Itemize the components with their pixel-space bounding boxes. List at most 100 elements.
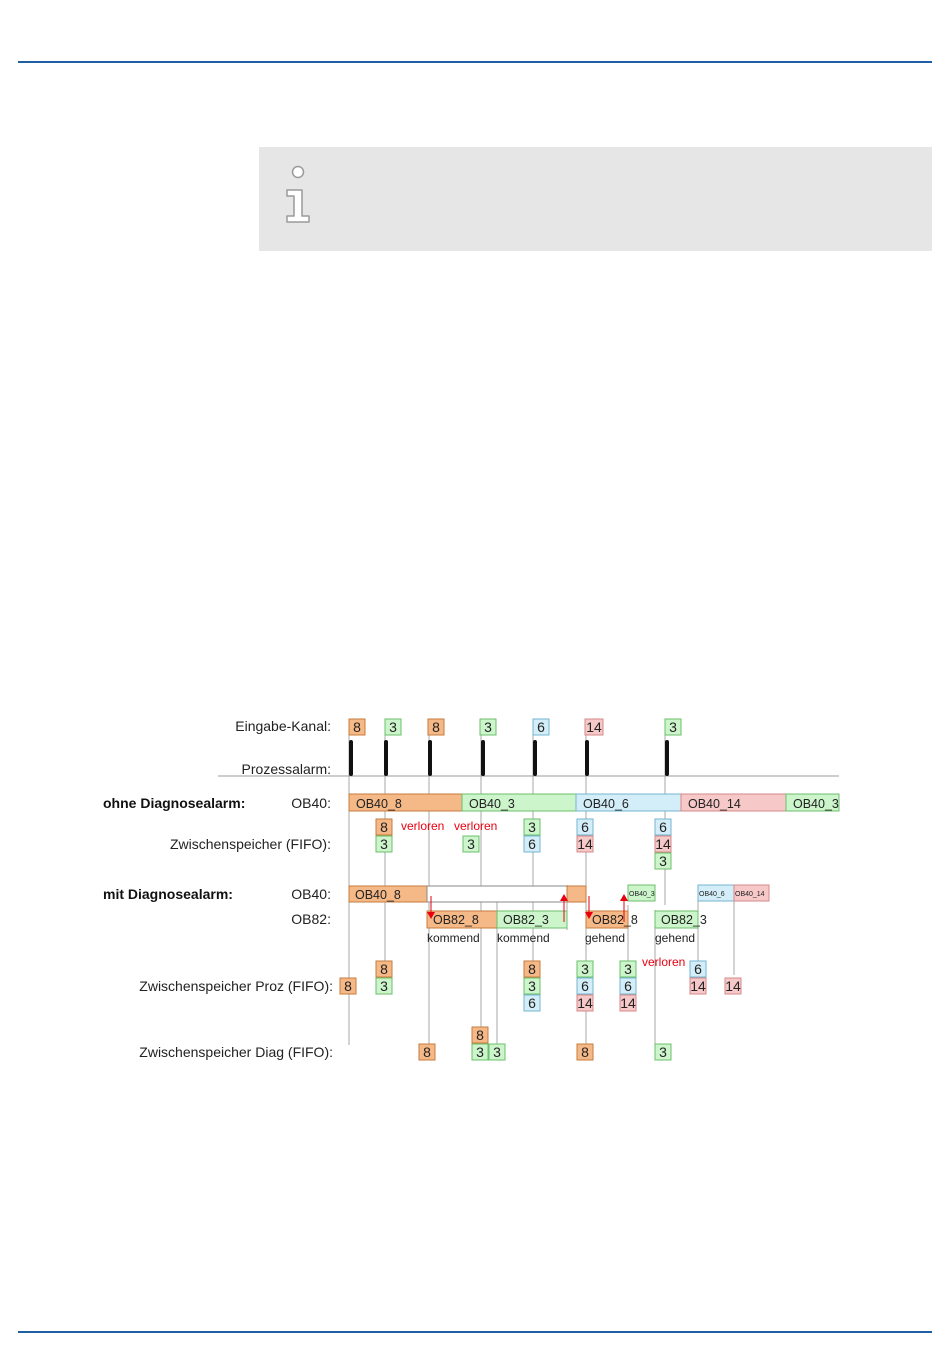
fifo-ohne-a-0-label: 8	[380, 819, 388, 835]
arrow-up-1	[560, 894, 568, 901]
label-ohne-diagnosealarm: ohne Diagnosealarm:	[103, 795, 245, 811]
fifo-ohne-b-0-label: 3	[467, 836, 475, 852]
lost-label-0: verloren	[401, 819, 444, 833]
label-ob82: OB82:	[291, 911, 331, 927]
info-note-box	[259, 147, 932, 251]
fifo-ohne-e-2	[654, 852, 672, 870]
fifo-diag-b-1-label: 3	[476, 1044, 484, 1060]
fifo-ohne-d-0-label: 6	[581, 819, 589, 835]
fifo-proz-b-1-label: 3	[380, 978, 388, 994]
alarm-pulse-4	[533, 740, 537, 776]
ob82-bar-1	[496, 910, 568, 929]
fifo-ohne-d-1	[576, 835, 594, 853]
label-zwischenspeicher-fifo: Zwischenspeicher (FIFO):	[170, 836, 331, 852]
fifo-ohne-e-1-label: 14	[655, 836, 671, 852]
process-alarm-pulses	[349, 740, 669, 776]
fifo-diag-b-0-label: 8	[476, 1027, 484, 1043]
label-mit-diagnosealarm: mit Diagnosealarm:	[103, 886, 233, 902]
input-channel-3	[479, 718, 497, 736]
fifo-proz-a-0	[339, 977, 357, 995]
label-prozessalarm: Prozessalarm:	[242, 761, 331, 777]
header-rule	[18, 61, 932, 63]
fifo-diag-a-0-label: 8	[423, 1044, 431, 1060]
arrow-up-3	[620, 894, 628, 901]
fifo-diag-c-0-label: 3	[493, 1044, 501, 1060]
fifo-proz-e-1-label: 6	[624, 978, 632, 994]
label-ob40-mit: OB40:	[291, 886, 331, 902]
fifo-proz-g-0-label: 14	[725, 978, 741, 994]
fifo-proz-c-2	[523, 994, 541, 1012]
fifo-proz-f-1-label: 14	[690, 978, 706, 994]
fifo-ohne-a-1	[375, 835, 393, 853]
ob40-ohne-bar-4	[785, 793, 840, 812]
ob82-bar-2	[585, 910, 629, 929]
input-channel-0-label: 8	[353, 719, 361, 735]
alarm-pulse-3	[481, 740, 485, 776]
fifo-ohne-c-0-label: 3	[528, 819, 536, 835]
fifo-proz-f-0	[689, 960, 707, 978]
fifo-diag-a-0	[418, 1043, 436, 1061]
fifo-ohne-d-1-label: 14	[577, 836, 593, 852]
fifo-proz-c-0	[523, 960, 541, 978]
fifo-ohne-e-1	[654, 835, 672, 853]
ob82-bar-3	[654, 910, 699, 929]
fifo-ohne-a-0	[375, 818, 393, 836]
footer-rule	[18, 1331, 932, 1333]
fifo-proz-d-0	[576, 960, 594, 978]
fifo-proz-d-2	[576, 994, 594, 1012]
fifo-proz-e-0	[619, 960, 637, 978]
ob82-bar-label-2: OB82_8	[592, 913, 638, 927]
fifo-proz-d-0-label: 3	[581, 961, 589, 977]
fifo-diag-b-0	[471, 1026, 489, 1044]
input-channel-1	[384, 718, 402, 736]
alarm-pulse-1	[384, 740, 388, 776]
input-channel-5	[584, 718, 604, 736]
fifo-proz-g-0	[724, 977, 742, 995]
fifo-proz-d-1	[576, 977, 594, 995]
label-zwischenspeicher-proz: Zwischenspeicher Proz (FIFO):	[139, 978, 333, 994]
fifo-diag-d-0-label: 8	[581, 1044, 589, 1060]
input-channel-1-label: 3	[389, 719, 397, 735]
input-channel-4-label: 6	[537, 719, 545, 735]
ob40-mit-bar-label-3: OB40_14	[735, 891, 765, 898]
alarm-pulse-0	[349, 740, 353, 776]
ob40-ohne-bar-label-2: OB40_6	[583, 797, 629, 811]
label-zwischenspeicher-diag: Zwischenspeicher Diag (FIFO):	[139, 1044, 333, 1060]
input-channel-2	[427, 718, 445, 736]
ob82-annotation-2: gehend	[585, 931, 625, 945]
input-channel-2-label: 8	[432, 719, 440, 735]
alarm-pulse-5	[585, 740, 589, 776]
ob40-mit-bar-3	[733, 884, 770, 902]
ob82-bar-label-1: OB82_3	[503, 913, 549, 927]
ob40-mit-bar-1	[627, 884, 656, 902]
arrow-down-0	[427, 912, 435, 919]
fifo-ohne-e-0-label: 6	[659, 819, 667, 835]
lost-label-2: verloren	[642, 955, 685, 969]
label-ob40-ohne: OB40:	[291, 795, 331, 811]
fifo-proz-a-0-label: 8	[344, 978, 352, 994]
fifo-diag-b-1	[471, 1043, 489, 1061]
fifo-proz-c-1	[523, 977, 541, 995]
input-channel-0	[348, 718, 366, 736]
ob40-mit-interrupted	[426, 885, 568, 903]
fifo-ohne-b-0	[462, 835, 480, 853]
fifo-proz-c-0-label: 8	[528, 961, 536, 977]
input-channel-5-label: 14	[586, 719, 602, 735]
ob82-bar-label-3: OB82_3	[661, 913, 707, 927]
fifo-proz-c-1-label: 3	[528, 978, 536, 994]
alarm-pulse-6	[665, 740, 669, 776]
input-channel-6-label: 3	[669, 719, 677, 735]
fifo-ohne-e-0	[654, 818, 672, 836]
ob82-annotation-0: kommend	[427, 931, 480, 945]
fifo-proz-f-0-label: 6	[694, 961, 702, 977]
fifo-ohne-c-1	[523, 835, 541, 853]
fifo-diag-d-0	[576, 1043, 594, 1061]
ob40-mit-bar-label-2: OB40_6	[699, 891, 725, 898]
ob40-ohne-bar-label-1: OB40_3	[469, 797, 515, 811]
fifo-diag-c-0	[488, 1043, 506, 1061]
fifo-diag-e-0-label: 3	[659, 1044, 667, 1060]
fifo-proz-b-0-label: 8	[380, 961, 388, 977]
fifo-proz-e-1	[619, 977, 637, 995]
